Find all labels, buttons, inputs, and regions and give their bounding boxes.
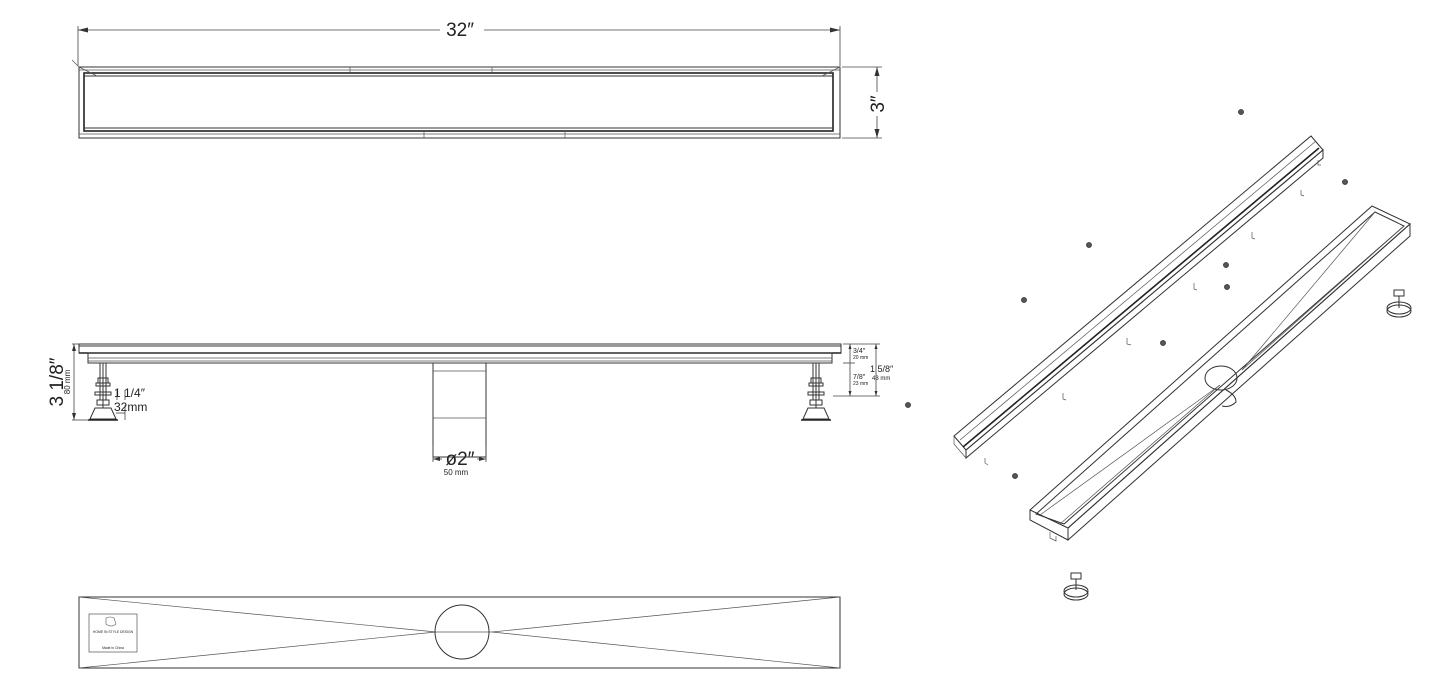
- screw-icon: [1021, 297, 1027, 303]
- origin-text: Made in China: [102, 646, 124, 650]
- screw-icon: [1086, 242, 1092, 248]
- screw-icon: [1238, 109, 1244, 115]
- width-dimension: 3″: [842, 66, 889, 139]
- top-view: 32″ 3″: [71, 20, 889, 139]
- screw-icon: [1223, 262, 1229, 268]
- channel-outlet-hole: [1204, 365, 1238, 391]
- screw-icon: [905, 402, 911, 408]
- side-view-body: [78, 343, 842, 458]
- length-dimension: 32″: [77, 20, 841, 66]
- leveling-foot-left: [1063, 572, 1089, 601]
- leveler-offset-dimension: 1 1/4″ 32mm: [114, 386, 147, 420]
- outlet-mm: 50 mm: [444, 468, 469, 477]
- height-mm: 80 mm: [63, 369, 72, 394]
- grate-depth-label: 3/4″: [853, 348, 866, 355]
- channel: [1029, 205, 1411, 542]
- length-label: 32″: [446, 20, 474, 41]
- leveler-offset-label: 1 1/4″: [114, 386, 146, 400]
- screw-icon: [1342, 179, 1348, 185]
- right-leveling-foot: [801, 363, 831, 421]
- outlet-hole: [434, 604, 490, 660]
- screw-icon: [1012, 473, 1018, 479]
- left-leveling-foot: [88, 363, 118, 421]
- bottom-view: HOME IN STYLE DESIGN Made in China: [78, 596, 841, 669]
- side-view: 3 1/8″ 80 mm 1 1/4″ 32mm ø2″ 50 mm: [47, 343, 894, 477]
- grate-depth-mm: 20 mm: [853, 355, 868, 361]
- leveling-foot-right: [1386, 289, 1412, 318]
- height-label: 3 1/8″: [47, 357, 68, 406]
- total-depth-mm: 43 mm: [872, 376, 890, 382]
- screw-icon: [1224, 284, 1230, 290]
- height-dimension: 3 1/8″ 80 mm: [47, 343, 88, 421]
- grate: [953, 135, 1324, 466]
- screw-icon: [1160, 340, 1166, 346]
- brand-text: HOME IN STYLE DESIGN: [93, 630, 134, 634]
- outlet-dimension: ø2″ 50 mm: [432, 446, 487, 477]
- top-view-outline: [71, 59, 841, 139]
- body-depth-mm: 23 mm: [853, 381, 868, 387]
- screws: [905, 109, 1348, 479]
- product-label: HOME IN STYLE DESIGN Made in China: [88, 613, 138, 653]
- leveler-offset-mm: 32mm: [114, 400, 147, 414]
- exploded-view: [905, 109, 1412, 601]
- outlet-label: ø2″: [446, 449, 475, 470]
- brand-logo-icon: [105, 616, 117, 627]
- total-depth-label: 1 5/8″: [870, 364, 894, 374]
- body-depth-label: 7/8″: [853, 374, 866, 381]
- depth-dimensions: 3/4″ 20 mm 7/8″ 23 mm 1 5/8″ 43 mm: [833, 343, 894, 397]
- width-label: 3″: [868, 95, 889, 113]
